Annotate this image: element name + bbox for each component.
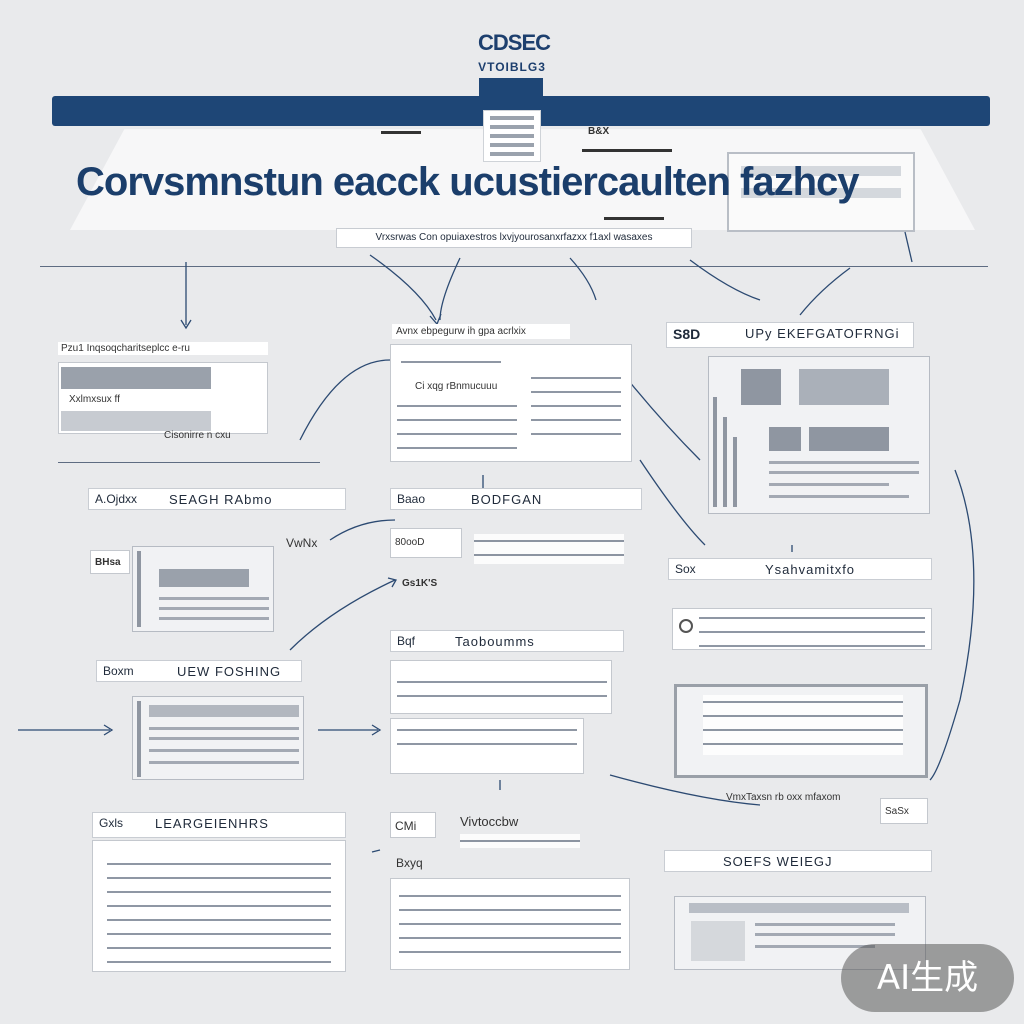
bar3-detail xyxy=(672,608,932,650)
side1-box: BHsa xyxy=(90,550,130,574)
mid-text xyxy=(474,534,624,564)
bar4-detail xyxy=(390,660,612,714)
bar3-key: Sox xyxy=(675,562,696,576)
side1-title: VwNx xyxy=(286,536,318,550)
header-frame xyxy=(727,152,915,232)
node2-line xyxy=(401,355,501,367)
bar4-key: Bqf xyxy=(397,634,416,648)
bar4: Bqf Taoboumms xyxy=(390,630,624,652)
bar6-key: Gxls xyxy=(99,816,123,830)
header-thumbnail xyxy=(483,110,541,162)
node1-card: Xxlmxsux ff xyxy=(58,362,268,434)
bar7-keybox: CMi xyxy=(390,812,436,838)
bar1-key: A.Ojdxx xyxy=(95,492,138,506)
node1-image xyxy=(61,367,211,389)
bar3: Sox Ysahvamitxfo xyxy=(668,558,932,580)
mini-key: SaSx xyxy=(885,806,909,817)
tr-screen xyxy=(708,356,930,514)
tr-title: UPy EKEFGATOFRNGi xyxy=(745,326,900,341)
bar5: Boxm UEW FOSHING xyxy=(96,660,302,682)
right-label: VmxTaxsn rb oxx mfaxom xyxy=(726,792,841,803)
bar7-title: Vivtoccbw xyxy=(460,814,519,829)
logo-line1: CDSEC xyxy=(478,30,551,55)
bar6: Gxls LEARGEIENHRS xyxy=(92,812,346,838)
node2-text-right xyxy=(531,371,621,441)
bar8: SOEFS WEIEGJ xyxy=(664,850,932,872)
bar1-title: SEAGH RAbmo xyxy=(169,492,273,507)
bar4-title: Taoboumms xyxy=(455,634,535,649)
tr-bar: S8D UPy EKEFGATOFRNGi xyxy=(666,322,914,348)
logo-line2: VTOIBLG3 xyxy=(478,60,546,74)
node1-block xyxy=(61,411,211,431)
left-screen xyxy=(132,546,274,632)
bar1: A.Ojdxx SEAGH RAbmo xyxy=(88,488,346,510)
header-small-lines: ▬▬▬▬ xyxy=(381,126,421,137)
bar5-key: Boxm xyxy=(103,664,134,678)
bar7-detail xyxy=(390,878,630,970)
guide-line-top xyxy=(40,266,988,267)
bar2-key: Baao xyxy=(397,492,426,506)
small-label: Gs1K'S xyxy=(402,578,438,589)
node1-header: Pzu1 Inqsoqcharitseplcc e-ru xyxy=(58,342,268,355)
guide-line-left xyxy=(58,462,320,463)
bar3-title: Ysahvamitxfo xyxy=(765,562,856,577)
bar2-title: BODFGAN xyxy=(471,492,543,507)
bar6-detail xyxy=(92,840,346,972)
mid-label: 80ooD xyxy=(395,537,425,548)
frame-label: B&X xyxy=(588,126,610,137)
bar8-title: SOEFS WEIEGJ xyxy=(723,854,833,869)
node2-header: Avnx ebpegurw ih gpa acrlxix xyxy=(392,324,570,339)
node1-caption: Cisonirre n cxu xyxy=(164,430,231,441)
bar5-screen xyxy=(132,696,304,780)
ai-watermark-badge: AI生成 xyxy=(841,944,1014,1012)
bar7-key: CMi xyxy=(395,819,417,833)
info-icon xyxy=(679,619,693,633)
bar5-title: UEW FOSHING xyxy=(177,664,282,679)
logo: CDSEC VTOIBLG3 xyxy=(478,30,551,74)
node2-row: Ci xqg rBnmucuuu xyxy=(415,381,498,392)
tr-key: S8D xyxy=(673,326,701,342)
mini-box: SaSx xyxy=(880,798,928,824)
bar7-sub: Bxyq xyxy=(396,856,423,870)
mid-label-box: 80ooD xyxy=(390,528,462,558)
header-lines-right: ▬▬▬▬▬▬▬▬▬ xyxy=(582,144,672,155)
side1-key: BHsa xyxy=(95,557,121,568)
bar2: Baao BODFGAN xyxy=(390,488,642,510)
page-subtitle: Vrxsrwas Con opuiaxestros lxvjyourosanxr… xyxy=(336,228,692,248)
bar4-card xyxy=(390,718,584,774)
node2-text-left xyxy=(397,399,517,449)
right-screen xyxy=(674,684,928,778)
node1-field: Xxlmxsux ff xyxy=(65,393,124,406)
node2-card: Ci xqg rBnmucuuu xyxy=(390,344,632,462)
bar6-title: LEARGEIENHRS xyxy=(155,816,269,831)
title-underline-text: ▬▬▬▬▬▬ xyxy=(604,212,664,223)
page-title: Corvsmnstun eacck ucustiercaulten fazhcy xyxy=(76,160,860,204)
